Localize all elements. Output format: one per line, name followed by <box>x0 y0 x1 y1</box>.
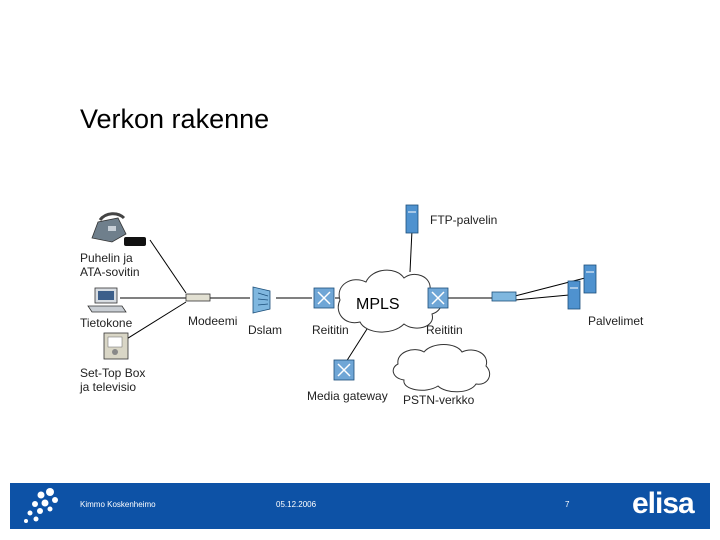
router-icon <box>313 287 335 309</box>
computer-icon <box>87 287 127 313</box>
server-icon <box>583 264 597 294</box>
settop-label-line2: ja televisio <box>80 380 137 394</box>
router-icon <box>333 359 355 381</box>
elisa-logo-dots-icon <box>24 488 58 523</box>
modem-icon <box>185 293 211 302</box>
set-top-box-icon <box>103 332 129 360</box>
router-icon <box>427 287 449 309</box>
phone-label-line1: Puhelin ja <box>80 251 133 265</box>
ata-adapter-icon <box>124 237 146 246</box>
footer-page-number: 7 <box>565 500 570 509</box>
router-label-right: Reititin <box>426 323 463 337</box>
server-icon <box>567 280 581 310</box>
media-gateway-label: Media gateway <box>307 389 388 403</box>
phone-icon <box>91 212 127 243</box>
computer-label: Tietokone <box>80 316 133 330</box>
pstn-cloud <box>392 344 491 393</box>
dslam-label: Dslam <box>248 323 283 337</box>
pstn-label: PSTN-verkko <box>403 393 475 407</box>
server-icon <box>405 204 419 234</box>
footer-bar: Kimmo Koskenheimo 05.12.2006 7 elisa <box>10 483 710 529</box>
settop-label-line1: Set-Top Box <box>80 366 146 380</box>
mpls-label: MPLS <box>356 296 400 313</box>
footer-author: Kimmo Koskenheimo <box>80 500 156 509</box>
servers-label: Palvelimet <box>588 314 644 328</box>
modem-label: Modeemi <box>188 314 238 328</box>
elisa-logo: elisa <box>632 487 695 520</box>
footer-date: 05.12.2006 <box>276 500 317 509</box>
phone-label-line2: ATA-sovitin <box>80 265 140 279</box>
ftp-server-label: FTP-palvelin <box>430 213 498 227</box>
router-label-left: Reititin <box>312 323 349 337</box>
dslam-icon <box>252 286 271 314</box>
switch-icon <box>491 291 517 302</box>
slide-title: Verkon rakenne <box>80 104 270 134</box>
